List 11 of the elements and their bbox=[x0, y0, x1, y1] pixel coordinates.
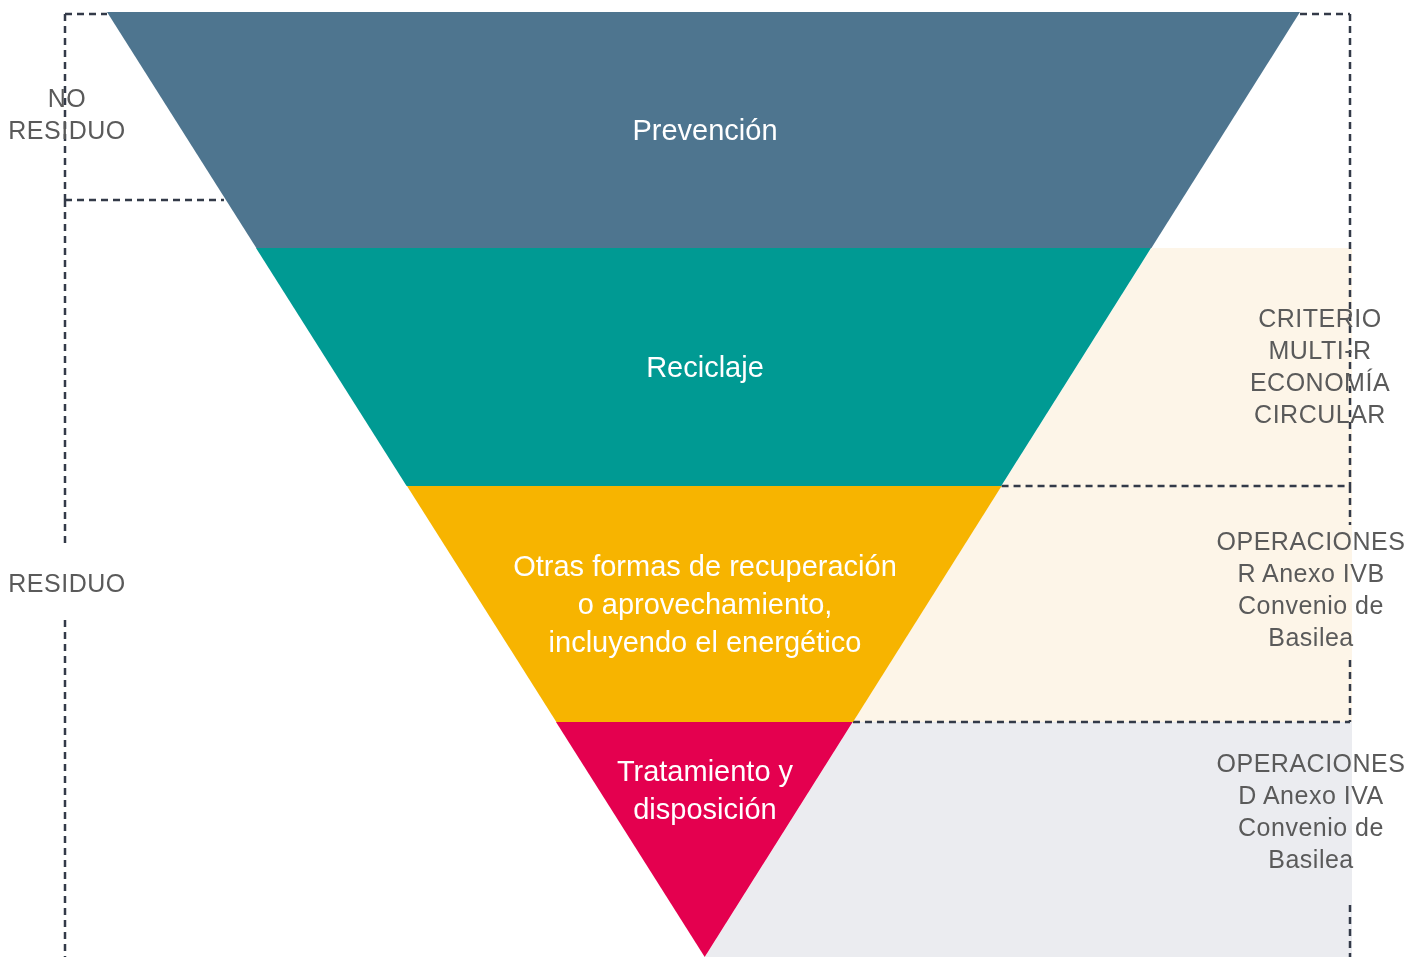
tier-label: Tratamiento y disposición bbox=[615, 753, 795, 827]
tier-label: Reciclaje bbox=[645, 350, 765, 385]
side-label: CRITERIO MULTI-R ECONOMÍA CIRCULAR bbox=[1248, 303, 1392, 430]
side-label: OPERACIONES R Anexo IVB Convenio de Basilea bbox=[1215, 526, 1407, 653]
pyramid-tier bbox=[406, 486, 1002, 722]
tier-label: Prevención bbox=[631, 113, 779, 148]
side-label: RESIDUO bbox=[7, 568, 127, 599]
pyramid-tier bbox=[256, 248, 1152, 486]
side-label: OPERACIONES D Anexo IVA Convenio de Basilea bbox=[1215, 748, 1407, 875]
side-label: NO RESIDUO bbox=[7, 83, 127, 146]
tier-label: Otras formas de recuperación o aprovechamiento, incluyendo el energético bbox=[512, 549, 898, 660]
